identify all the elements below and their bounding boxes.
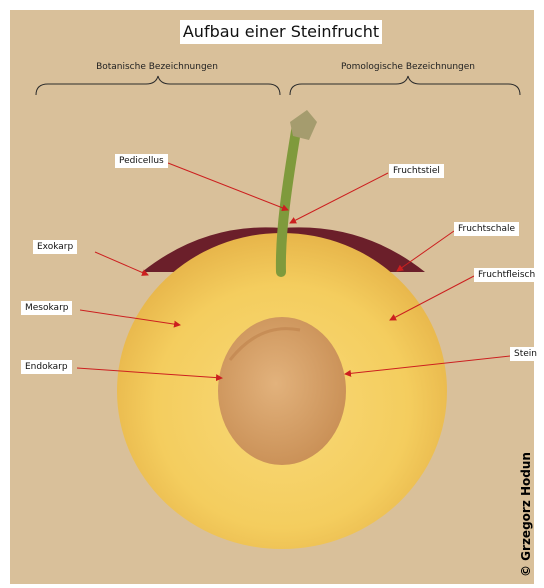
label-mesokarp: Mesokarp: [21, 301, 72, 315]
label-exokarp: Exokarp: [33, 240, 77, 254]
copyright-credit: © Grzegorz Hodun: [519, 452, 533, 577]
label-fruchtstiel: Fruchtstiel: [389, 164, 444, 178]
label-fruchtfleisch: Fruchtfleisch: [474, 268, 539, 282]
fruit-stone: [218, 317, 346, 465]
label-fruchtschale: Fruchtschale: [454, 222, 519, 236]
header-botanical: Botanische Bezeichnungen: [86, 62, 228, 73]
label-endokarp: Endokarp: [21, 360, 72, 374]
label-pedicellus: Pedicellus: [115, 154, 168, 168]
header-pomological: Pomologische Bezeichnungen: [332, 62, 484, 73]
diagram-title: Aufbau einer Steinfrucht: [180, 20, 382, 44]
label-stein: Stein: [510, 347, 541, 361]
